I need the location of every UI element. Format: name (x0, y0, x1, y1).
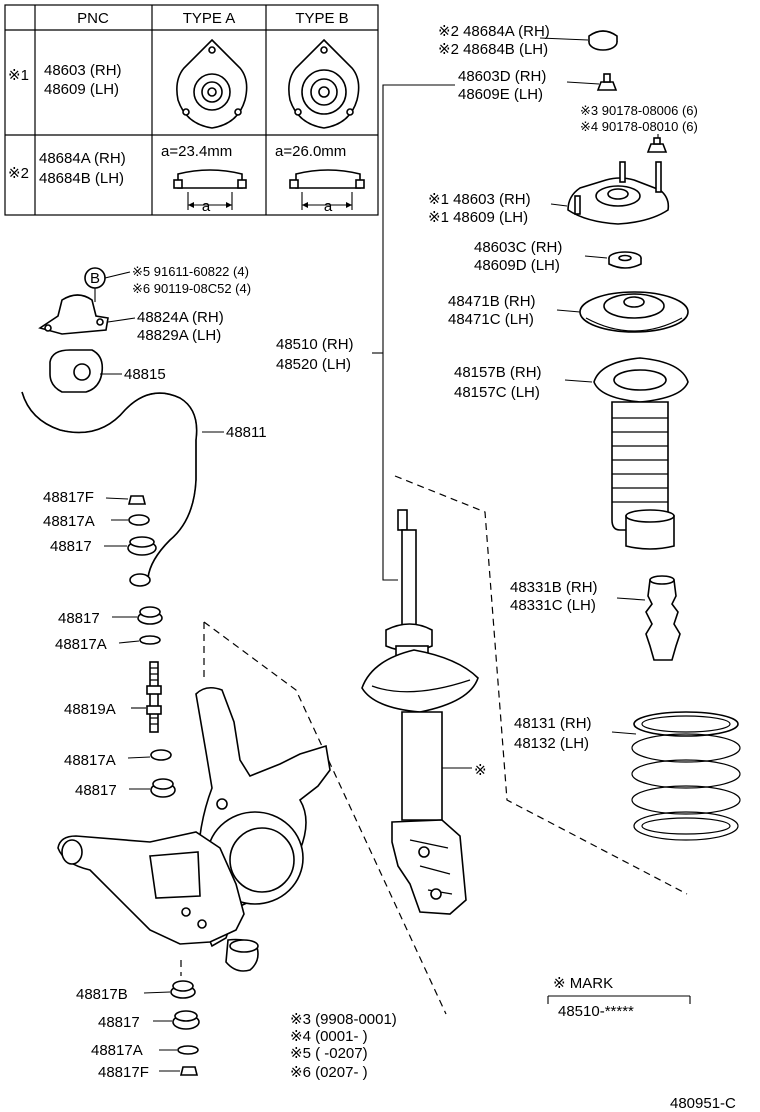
label-48131: 48131 (RH) (514, 715, 592, 732)
coil-spring-icon (631, 711, 741, 841)
label-48609d: 48609D (LH) (474, 257, 560, 274)
type-b-dim-letter: a (324, 198, 333, 215)
date-note-5: ※5 ( -0207) (290, 1045, 368, 1062)
label-48132: 48132 (LH) (514, 735, 589, 752)
type-b-mount-drawing (288, 38, 360, 129)
type-a-mount-drawing (176, 38, 248, 129)
date-note-3: ※3 (9908-0001) (290, 1011, 397, 1028)
stabilizer-link-rod-icon (146, 661, 162, 733)
label-48520: 48520 (LH) (276, 356, 351, 373)
label-90119: ※6 90119-08C52 (4) (132, 281, 251, 296)
label-48811: 48811 (226, 424, 267, 441)
label-48471c: 48471C (LH) (448, 311, 534, 328)
label-48817f-bottom: 48817F (98, 1064, 149, 1081)
label-48817-top: 48817 (50, 538, 92, 555)
label-48824a: 48824A (RH) (137, 309, 224, 326)
stabilizer-washer-3-icon (150, 749, 172, 761)
table-row1-pnc-lh: 48609 (LH) (44, 81, 119, 98)
label-48817f-top: 48817F (43, 489, 94, 506)
stabilizer-cushion-top-icon (127, 536, 157, 556)
type-a-dimension: a=23.4mm (161, 143, 232, 160)
mount-cap-icon (588, 30, 618, 51)
stabilizer-bushing-icon (49, 349, 104, 393)
label-48815: 48815 (124, 366, 166, 383)
mount-nut-icon (646, 137, 668, 153)
label-48829a: 48829A (LH) (137, 327, 221, 344)
type-a-cap-section: a (173, 169, 247, 215)
label-90178-08010: ※4 90178-08010 (6) (580, 119, 698, 134)
date-note-4: ※4 (0001- ) (290, 1028, 368, 1045)
table-row1-pnc-rh: 48603 (RH) (44, 62, 122, 79)
label-48817-2: 48817 (58, 610, 100, 627)
label-48817a-2: 48817A (55, 636, 107, 653)
table-row2-mark: ※2 (8, 165, 29, 182)
upper-spring-seat-icon (579, 291, 689, 333)
label-48157c: 48157C (LH) (454, 384, 540, 401)
date-note-6: ※6 (0207- ) (290, 1064, 368, 1081)
label-48157b: 48157B (RH) (454, 364, 542, 381)
label-48471b: 48471B (RH) (448, 293, 536, 310)
stabilizer-link-nut-top-icon (127, 495, 147, 505)
table-row1-mark: ※1 (8, 67, 29, 84)
label-48331b: 48331B (RH) (510, 579, 598, 596)
label-48684a: ※2 48684A (RH) (438, 23, 550, 40)
label-48603c: 48603C (RH) (474, 239, 562, 256)
stabilizer-washer-top-icon (128, 514, 150, 526)
stabilizer-bar-icon (21, 391, 198, 579)
label-48510: 48510 (RH) (276, 336, 354, 353)
label-48684b: ※2 48684B (LH) (438, 41, 548, 58)
label-48817-4: 48817 (98, 1014, 140, 1031)
shock-absorber-icon (361, 509, 479, 915)
table-row2-pnc-rh: 48684A (RH) (39, 150, 126, 167)
strut-nut-icon (596, 73, 618, 91)
label-48817a-4: 48817A (91, 1042, 143, 1059)
table-header-type-a: TYPE A (183, 10, 236, 27)
type-b-dimension: a=26.0mm (275, 143, 346, 160)
stabilizer-cushion-2-icon (137, 606, 163, 625)
bearing-spacer-icon (608, 251, 642, 269)
stabilizer-cushion-3-icon (150, 778, 176, 798)
stabilizer-washer-4-icon (177, 1045, 199, 1055)
stabilizer-cushion-4-icon (172, 1010, 200, 1030)
label-48603: ※1 48603 (RH) (428, 191, 531, 208)
figure-id: 480951-C (670, 1095, 736, 1112)
label-48609e: 48609E (LH) (458, 86, 543, 103)
label-48817a-top: 48817A (43, 513, 95, 530)
type-b-cap-section: a (289, 169, 365, 215)
lower-arm-icon (57, 831, 259, 972)
label-48817b: 48817B (76, 986, 128, 1003)
table-header-type-b: TYPE B (295, 10, 348, 27)
mark-legend-code: 48510-***** (558, 1003, 634, 1020)
label-48817a-3: 48817A (64, 752, 116, 769)
type-a-dim-letter: a (202, 198, 211, 215)
label-91611: ※5 91611-60822 (4) (132, 264, 249, 279)
bolt-reference-b: B (90, 270, 100, 287)
label-90178-08006: ※3 90178-08006 (6) (580, 103, 698, 118)
stabilizer-link-nut-bottom-icon (179, 1066, 199, 1076)
label-48819a: 48819A (64, 701, 116, 718)
label-48603d: 48603D (RH) (458, 68, 546, 85)
stabilizer-bracket-icon (38, 294, 109, 335)
upper-support-icon (567, 161, 670, 225)
label-48609: ※1 48609 (LH) (428, 209, 528, 226)
label-48817-3: 48817 (75, 782, 117, 799)
strut-mark-label: ※ (474, 762, 487, 779)
bound-stopper-icon (645, 575, 681, 661)
mark-legend-title: ※ MARK (553, 975, 613, 992)
table-header-pnc: PNC (77, 10, 109, 27)
label-48331c: 48331C (LH) (510, 597, 596, 614)
stabilizer-cushion-b-icon (170, 980, 196, 999)
type-table: PNC TYPE A TYPE B ※1 48603 (RH) 48609 (L… (4, 4, 379, 216)
spring-bumper-boot-icon (593, 357, 689, 550)
stabilizer-washer-2-icon (139, 635, 161, 645)
table-row2-pnc-lh: 48684B (LH) (39, 170, 124, 187)
